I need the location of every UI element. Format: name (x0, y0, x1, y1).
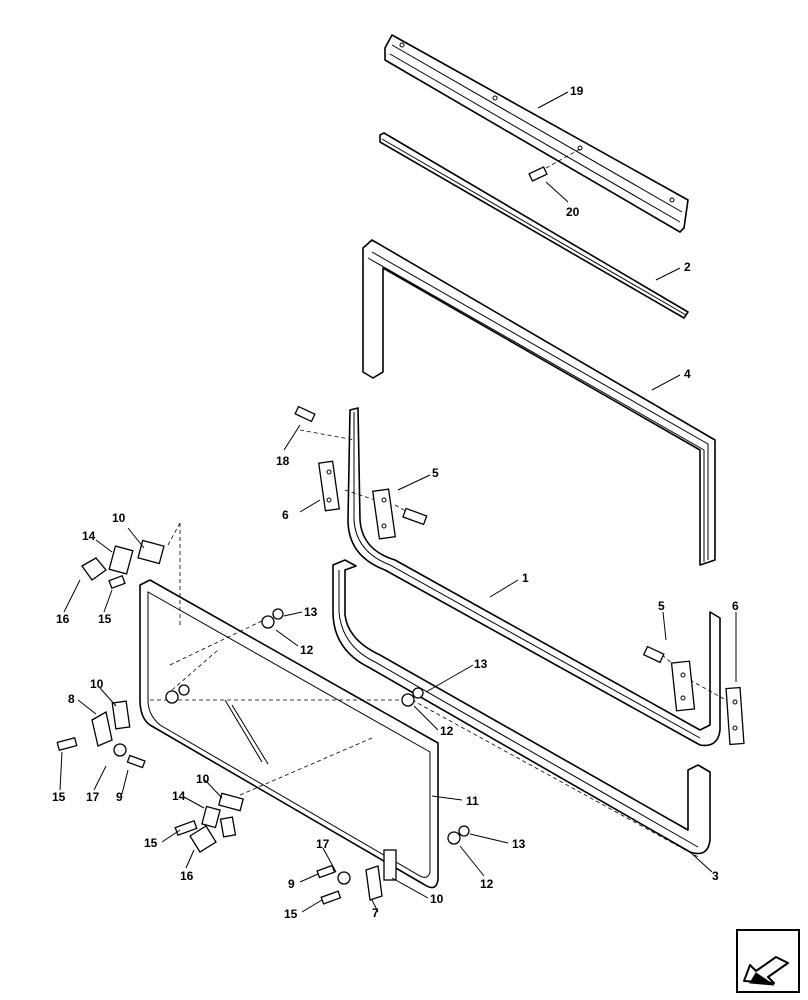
callout-10-c: 10 (196, 772, 210, 786)
part-6-plate-left (317, 460, 341, 512)
callout-9-a: 9 (116, 790, 123, 804)
callout-labels: 19 20 2 4 18 5 6 1 10 14 16 15 13 12 5 6… (52, 84, 739, 921)
callout-17-b: 17 (316, 837, 330, 851)
callout-14-a: 14 (82, 529, 96, 543)
callout-12-a: 12 (300, 643, 314, 657)
callout-10-d: 10 (430, 892, 444, 906)
callout-13-c: 13 (512, 837, 526, 851)
part-11-window-glass (139, 579, 439, 889)
callout-18: 18 (276, 454, 290, 468)
callout-6-lower: 6 (732, 599, 739, 613)
leader-arrows (59, 91, 737, 913)
hinge-hardware-middle (56, 700, 146, 769)
callout-11: 11 (466, 794, 479, 808)
part-20-screw (528, 147, 583, 182)
callout-8: 8 (68, 692, 75, 706)
callout-1: 1 (522, 571, 529, 585)
hinge-hardware-upper (81, 539, 165, 589)
part-19-upper-rail (384, 34, 689, 233)
part-5-bracket-left (372, 488, 428, 540)
callout-10-a: 10 (112, 511, 126, 525)
callout-19: 19 (570, 84, 584, 98)
next-page-button[interactable] (736, 929, 800, 993)
callout-13-a: 13 (304, 605, 318, 619)
callout-5-upper: 5 (432, 466, 439, 480)
part-6-plate-right (725, 686, 745, 746)
hinge-hardware-lower (174, 792, 244, 853)
callout-3: 3 (712, 869, 719, 883)
part-18-bolt (294, 405, 316, 423)
part-1-main-frame (347, 407, 721, 747)
callout-9-b: 9 (288, 877, 295, 891)
callout-16-a: 16 (56, 612, 70, 626)
callout-12-b: 12 (440, 724, 454, 738)
alignment-lines (150, 429, 736, 859)
callout-16-b: 16 (180, 869, 194, 883)
part-3-lower-seal (332, 559, 711, 855)
callout-15-c: 15 (144, 836, 158, 850)
callout-12-c: 12 (480, 877, 494, 891)
next-page-arrow-icon (736, 929, 800, 993)
callout-5-lower: 5 (658, 599, 665, 613)
part-5-bracket-right (642, 645, 696, 712)
callout-2: 2 (684, 260, 691, 274)
callout-7: 7 (372, 906, 379, 920)
callout-17-a: 17 (86, 790, 100, 804)
callout-14-b: 14 (172, 789, 186, 803)
callout-13-b: 13 (474, 657, 488, 671)
callout-15-d: 15 (284, 907, 298, 921)
callout-4: 4 (684, 367, 691, 381)
callout-6-upper: 6 (282, 508, 289, 522)
callout-15-a: 15 (98, 612, 112, 626)
washers-and-nuts (165, 608, 470, 905)
part-2-seal-strip (379, 132, 689, 319)
callout-10-b: 10 (90, 677, 104, 691)
callout-20: 20 (566, 205, 580, 219)
callout-15-b: 15 (52, 790, 66, 804)
part-4-upper-frame (362, 239, 716, 566)
